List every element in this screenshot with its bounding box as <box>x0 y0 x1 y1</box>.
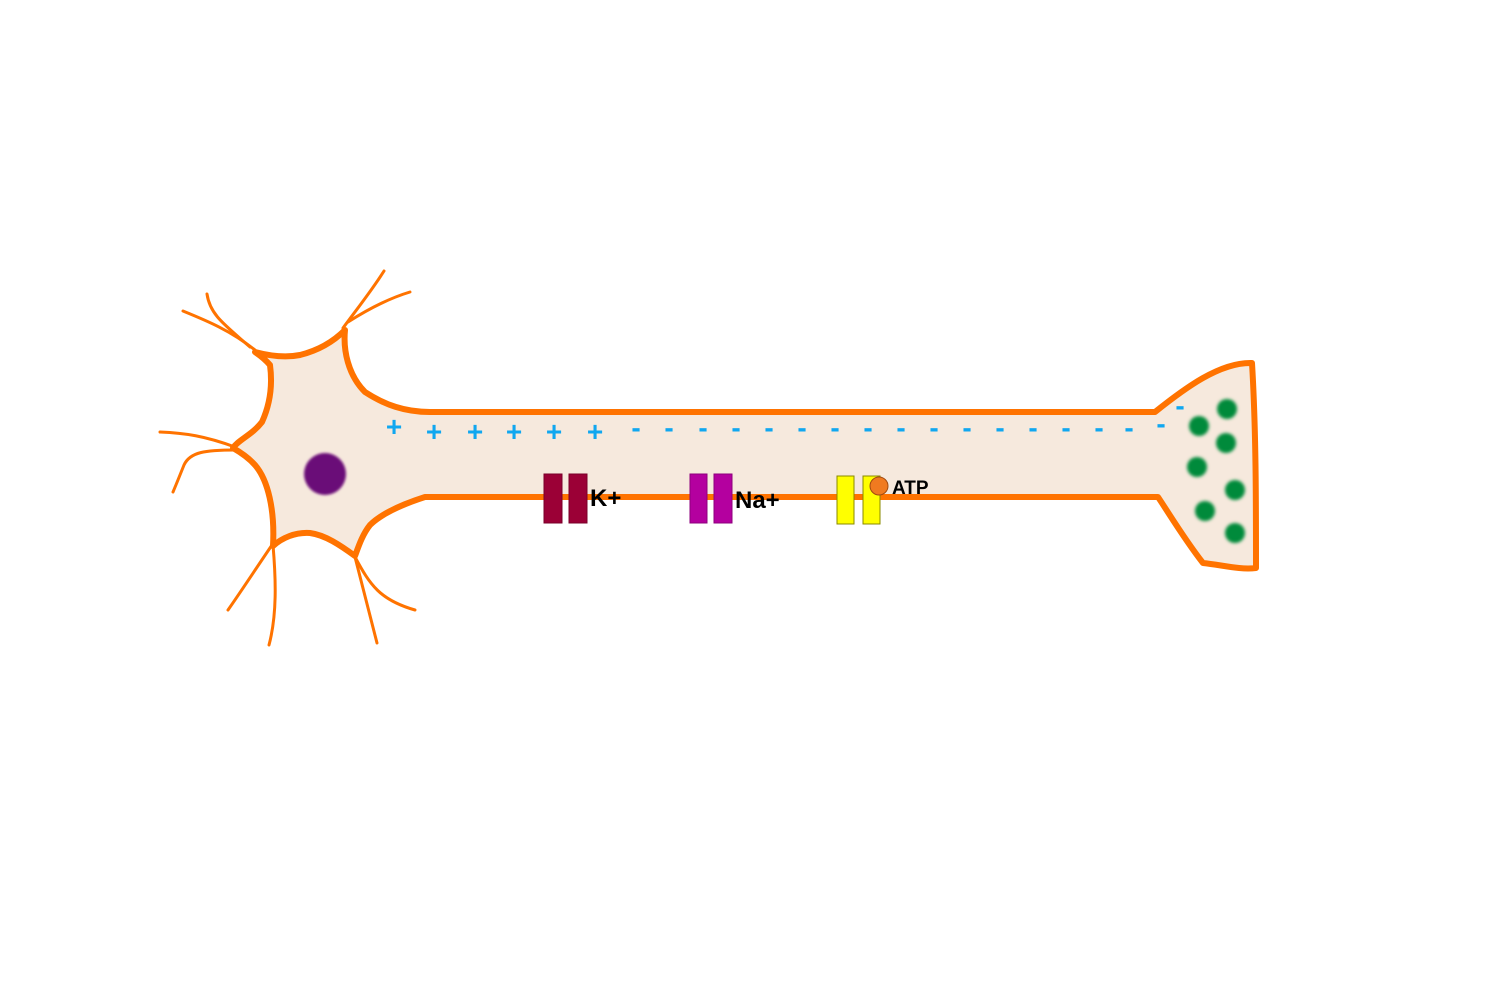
dendrite <box>226 543 274 612</box>
na-channel-subunit <box>713 473 733 524</box>
atp-pump: ATP <box>836 475 929 525</box>
k-channel-subunit <box>568 473 588 524</box>
positive-charge: + <box>546 416 562 447</box>
dendrite <box>341 269 386 330</box>
positive-charge: + <box>587 416 603 447</box>
vesicle <box>1189 416 1209 436</box>
negative-charge: - <box>962 412 971 443</box>
sodium-label: Na+ <box>735 487 780 514</box>
dendrites <box>158 269 417 647</box>
negative-charge: - <box>664 412 673 443</box>
vesicle <box>1217 399 1237 419</box>
potassium-channel: K+ <box>543 473 621 524</box>
negative-charge: - <box>1028 412 1037 443</box>
negative-charge: - <box>929 412 938 443</box>
positive-charge: + <box>426 416 442 447</box>
neuron-membrane <box>230 327 1259 572</box>
dendrite <box>346 290 412 324</box>
positive-charge: + <box>467 416 483 447</box>
synaptic-vesicles <box>1187 399 1245 543</box>
negative-charge: - <box>896 412 905 443</box>
k-channel-subunit <box>543 473 563 524</box>
vesicle <box>1225 523 1245 543</box>
pump-subunit <box>836 475 855 525</box>
nucleus <box>304 453 346 495</box>
positive-charge: + <box>506 416 522 447</box>
potassium-label: K+ <box>590 485 621 512</box>
negative-charge: - <box>1175 390 1184 421</box>
negative-charge: - <box>1156 408 1165 439</box>
membrane-charges: + + + + + + - - - - - - - - - - - - - - … <box>386 390 1185 447</box>
negative-charge: - <box>995 412 1004 443</box>
dendrite <box>267 543 277 647</box>
dendrite <box>158 430 237 449</box>
dendrite <box>353 555 379 645</box>
negative-charge: - <box>1094 412 1103 443</box>
vesicle <box>1225 480 1245 500</box>
positive-charge: + <box>386 411 402 442</box>
negative-charge: - <box>797 412 806 443</box>
negative-charge: - <box>698 412 707 443</box>
atp-molecule <box>869 476 889 496</box>
negative-charge: - <box>764 412 773 443</box>
dendrite <box>171 448 238 494</box>
negative-charge: - <box>830 412 839 443</box>
negative-charge: - <box>631 412 640 443</box>
vesicle <box>1195 501 1215 521</box>
negative-charge: - <box>731 412 740 443</box>
dendrite <box>353 555 417 612</box>
negative-charge: - <box>1124 412 1133 443</box>
vesicle <box>1216 433 1236 453</box>
na-channel-subunit <box>689 473 708 524</box>
vesicle <box>1187 457 1207 477</box>
sodium-channel: Na+ <box>689 473 780 524</box>
dendrite <box>205 292 252 349</box>
atp-label: ATP <box>892 478 929 499</box>
negative-charge: - <box>863 412 872 443</box>
negative-charge: - <box>1061 412 1070 443</box>
